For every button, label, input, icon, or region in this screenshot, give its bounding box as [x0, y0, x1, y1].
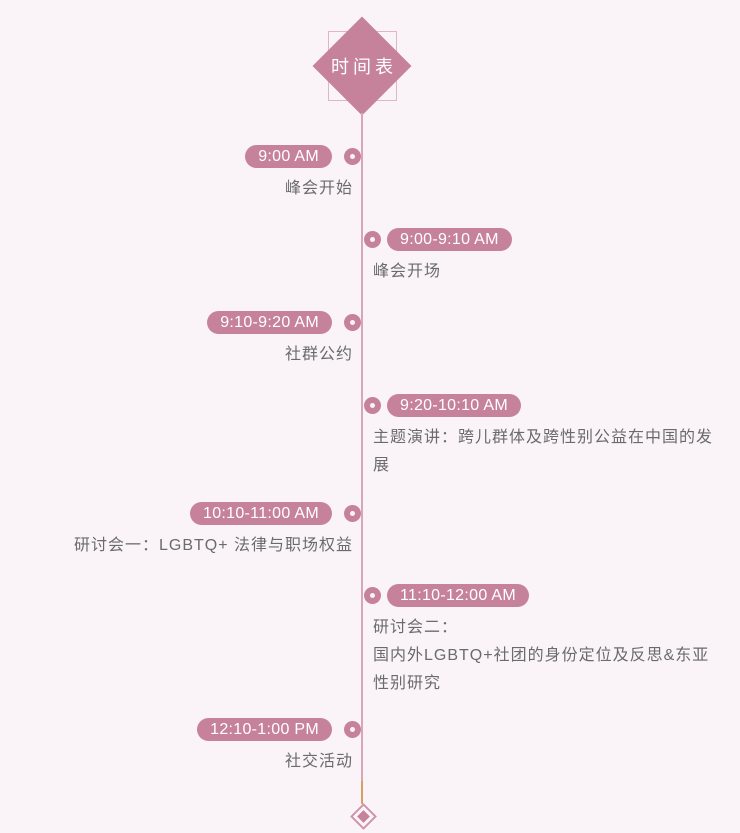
- timeline-line-end: [361, 781, 363, 804]
- event-time-badge: 9:10-9:20 AM: [207, 311, 332, 334]
- timeline-node-icon: [344, 148, 361, 165]
- event-description: 社交活动: [284, 753, 353, 770]
- timeline-node-icon: [363, 231, 381, 248]
- timeline-event: 11:10-12:00 AM 研讨会二： 国内外LGBTQ+社团的身份定位及反思…: [363, 584, 714, 698]
- event-time-badge: 10:10-11:00 AM: [190, 502, 332, 525]
- timeline-event: 9:10-9:20 AM 社群公约: [0, 311, 361, 369]
- timeline-event: 12:10-1:00 PM 社交活动: [0, 718, 361, 776]
- event-description: 主题演讲：跨儿群体及跨性别公益在中国的发展: [373, 429, 714, 474]
- timeline-event: 9:00-9:10 AM 峰会开场: [363, 228, 714, 286]
- event-time-badge: 9:00 AM: [245, 145, 332, 168]
- timeline-node-icon: [344, 721, 361, 738]
- event-description: 峰会开场: [373, 263, 442, 280]
- timeline-node-icon: [344, 314, 361, 331]
- timeline-node-icon: [363, 587, 381, 604]
- timeline-event: 10:10-11:00 AM 研讨会一：LGBTQ+ 法律与职场权益: [0, 502, 361, 560]
- event-description: 峰会开始: [284, 180, 353, 197]
- event-time-badge: 12:10-1:00 PM: [197, 718, 332, 741]
- timeline-event: 9:20-10:10 AM 主题演讲：跨儿群体及跨性别公益在中国的发展: [363, 394, 714, 480]
- event-time-badge: 11:10-12:00 AM: [387, 584, 529, 607]
- event-description: 研讨会一：LGBTQ+ 法律与职场权益: [73, 537, 353, 554]
- timeline-node-icon: [363, 397, 381, 414]
- event-time-badge: 9:00-9:10 AM: [387, 228, 512, 251]
- page-title: 时间表: [331, 57, 397, 77]
- timeline-line: [361, 113, 363, 781]
- event-description: 社群公约: [284, 346, 353, 363]
- timeline-event: 9:00 AM 峰会开始: [0, 145, 361, 203]
- event-description: 研讨会二： 国内外LGBTQ+社团的身份定位及反思&东亚性别研究: [373, 619, 710, 692]
- timeline-node-icon: [344, 505, 361, 522]
- event-time-badge: 9:20-10:10 AM: [387, 394, 521, 417]
